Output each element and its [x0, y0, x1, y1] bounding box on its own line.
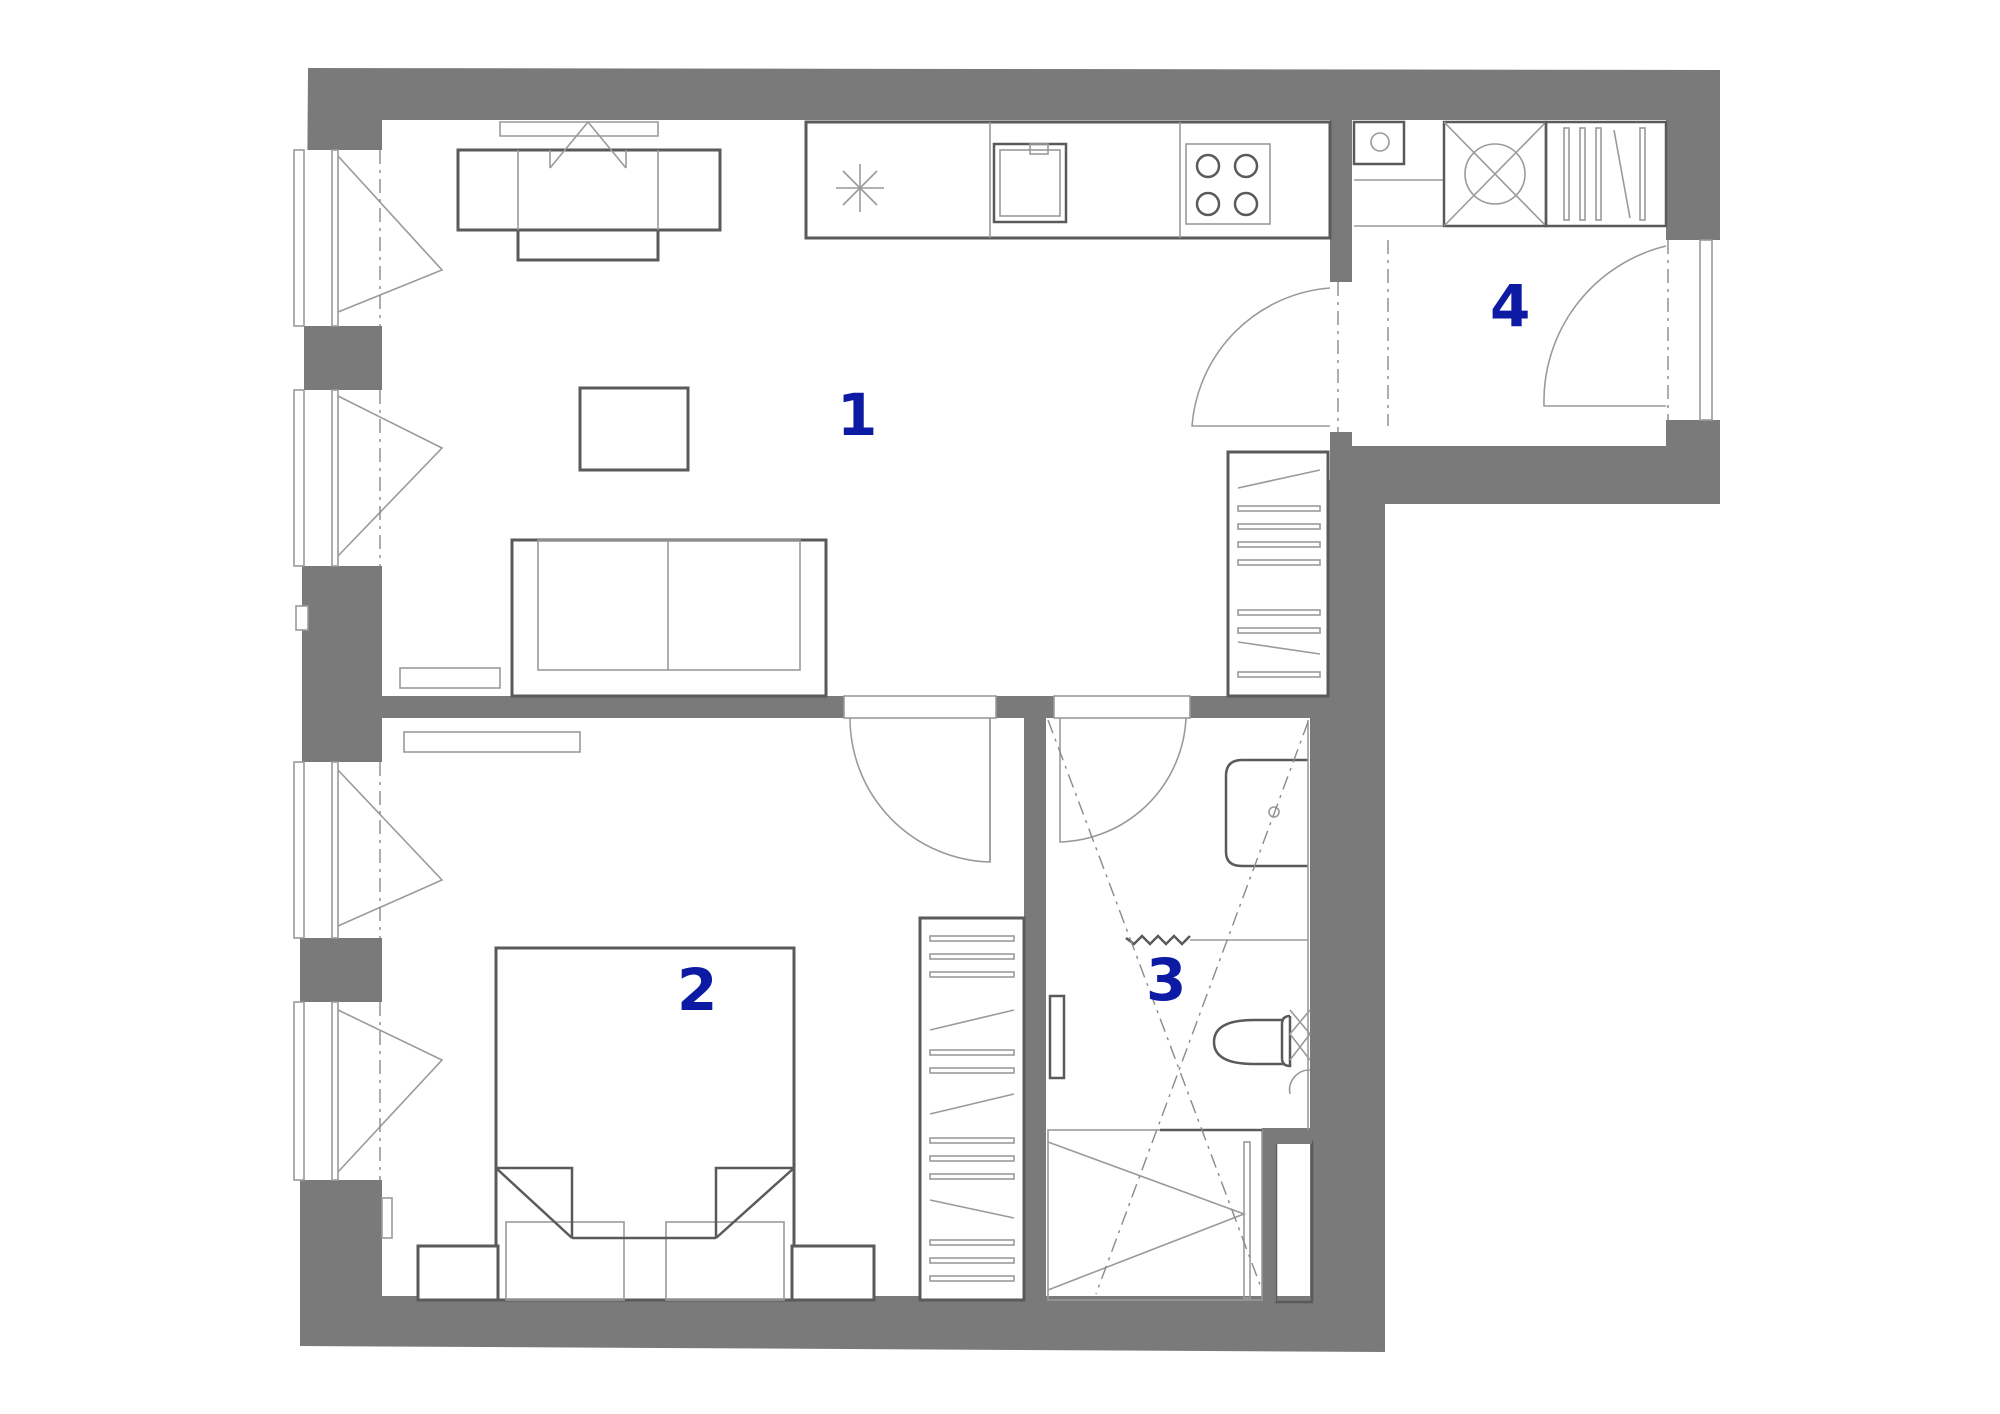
nightstand [416, 1244, 500, 1302]
shelf-items [1563, 127, 1646, 221]
door-1-3 [1059, 717, 1187, 843]
wall-1-4 [1330, 120, 1352, 282]
room-1-furniture [399, 120, 1339, 698]
pillow [665, 1221, 785, 1301]
washbasin-icon [1224, 758, 1308, 868]
wardrobe-hangers [1237, 469, 1321, 678]
sofa [510, 538, 828, 698]
windows [293, 149, 1713, 1239]
wardrobe [1226, 450, 1330, 698]
shower-tray [1047, 1129, 1263, 1301]
coffee-table [578, 386, 690, 472]
towel-heater-icon [1125, 934, 1191, 946]
room-label-3: 3 [1146, 946, 1186, 1014]
door-1-2 [849, 717, 991, 863]
wardrobe [918, 916, 1026, 1302]
wardrobe-hangers [929, 935, 1015, 1282]
wall-1-3 [996, 696, 1054, 718]
room-4-fixtures [1352, 120, 1668, 426]
room-labels: 1 2 3 4 [677, 272, 1530, 1024]
radiator [399, 667, 501, 689]
wall-pier [302, 566, 382, 762]
kitchen-counter [804, 120, 1332, 240]
pillow [505, 1221, 625, 1301]
shelf [1544, 120, 1668, 228]
toilet-icon [1212, 1009, 1312, 1068]
wall-1-2 [382, 696, 844, 718]
wall-2-3 [1024, 716, 1046, 1300]
room-2-furniture [403, 695, 1026, 1302]
nightstand [790, 1244, 876, 1302]
room-label-4: 4 [1490, 272, 1530, 340]
cooktop-icon [1185, 143, 1271, 225]
dishwasher-icon [836, 164, 884, 212]
bed [494, 946, 796, 1302]
room-3-fixtures [1047, 695, 1312, 1301]
room-label-1: 1 [837, 381, 877, 449]
wall-pier [300, 938, 382, 1002]
sliding-door [1048, 994, 1066, 1080]
exterior-wall [300, 68, 1720, 1352]
walls [296, 68, 1726, 1352]
boiler-icon [1352, 120, 1406, 166]
wall-pier [304, 326, 382, 390]
room-label-2: 2 [677, 956, 717, 1024]
wall-1-3 [1190, 696, 1312, 718]
wall-1-4 [1330, 432, 1352, 452]
door-1-4 [1191, 287, 1331, 427]
radiator [403, 731, 581, 753]
